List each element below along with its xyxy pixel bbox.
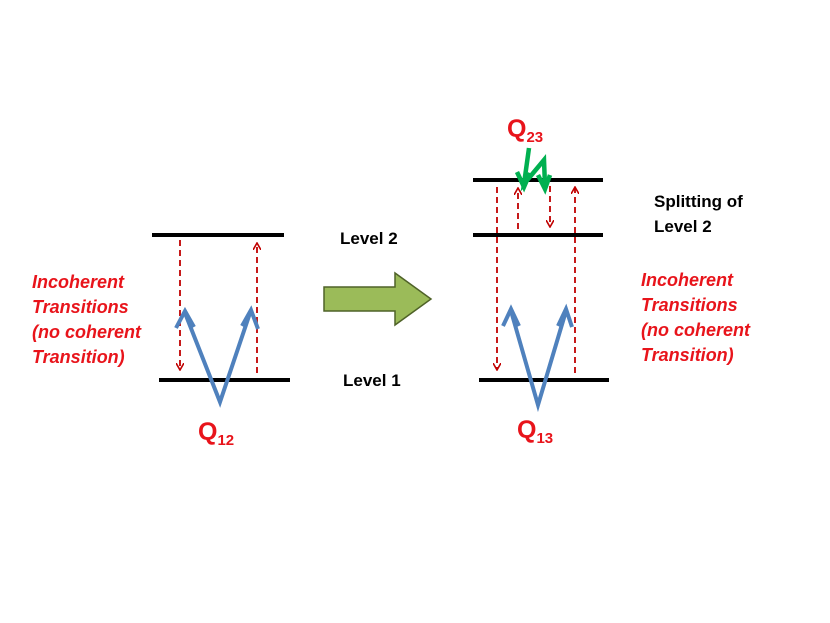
q23-base: Q — [507, 115, 527, 143]
q12-base: Q — [198, 418, 218, 446]
left-note-line-3: (no coherent — [32, 322, 142, 342]
q13-base: Q — [517, 416, 537, 444]
right-note-line-2: Transitions — [641, 295, 738, 315]
splitting-label-line-1: Splitting of — [654, 192, 743, 211]
q12-coherent-arrows — [174, 305, 260, 408]
level-1-label: Level 1 — [343, 371, 401, 390]
q13-subscript: 13 — [536, 430, 554, 447]
q23-label: Q23 — [507, 115, 543, 146]
q23-subscript: 23 — [526, 129, 544, 146]
q12-label: Q12 — [198, 418, 234, 449]
right-note-line-3: (no coherent — [641, 320, 751, 340]
q23-coherent-arrow — [514, 147, 553, 195]
left-note-line-4: Transition) — [32, 347, 125, 367]
q12-subscript: 12 — [217, 432, 235, 449]
left-incoherent-note: Incoherent Transitions (no coherent Tran… — [32, 270, 141, 370]
q13-label: Q13 — [517, 416, 553, 447]
process-arrow — [323, 271, 433, 327]
right-incoherent-note: Incoherent Transitions (no coherent Tran… — [641, 268, 750, 368]
right-note-line-4: Transition) — [641, 345, 734, 365]
right-note-line-1: Incoherent — [641, 270, 734, 290]
q13-coherent-arrows — [501, 303, 574, 413]
left-note-line-2: Transitions — [32, 297, 129, 317]
level-2-label: Level 2 — [340, 229, 398, 248]
splitting-label: Splitting of Level 2 — [654, 189, 743, 239]
left-note-line-1: Incoherent — [32, 272, 125, 292]
splitting-label-line-2: Level 2 — [654, 217, 712, 236]
